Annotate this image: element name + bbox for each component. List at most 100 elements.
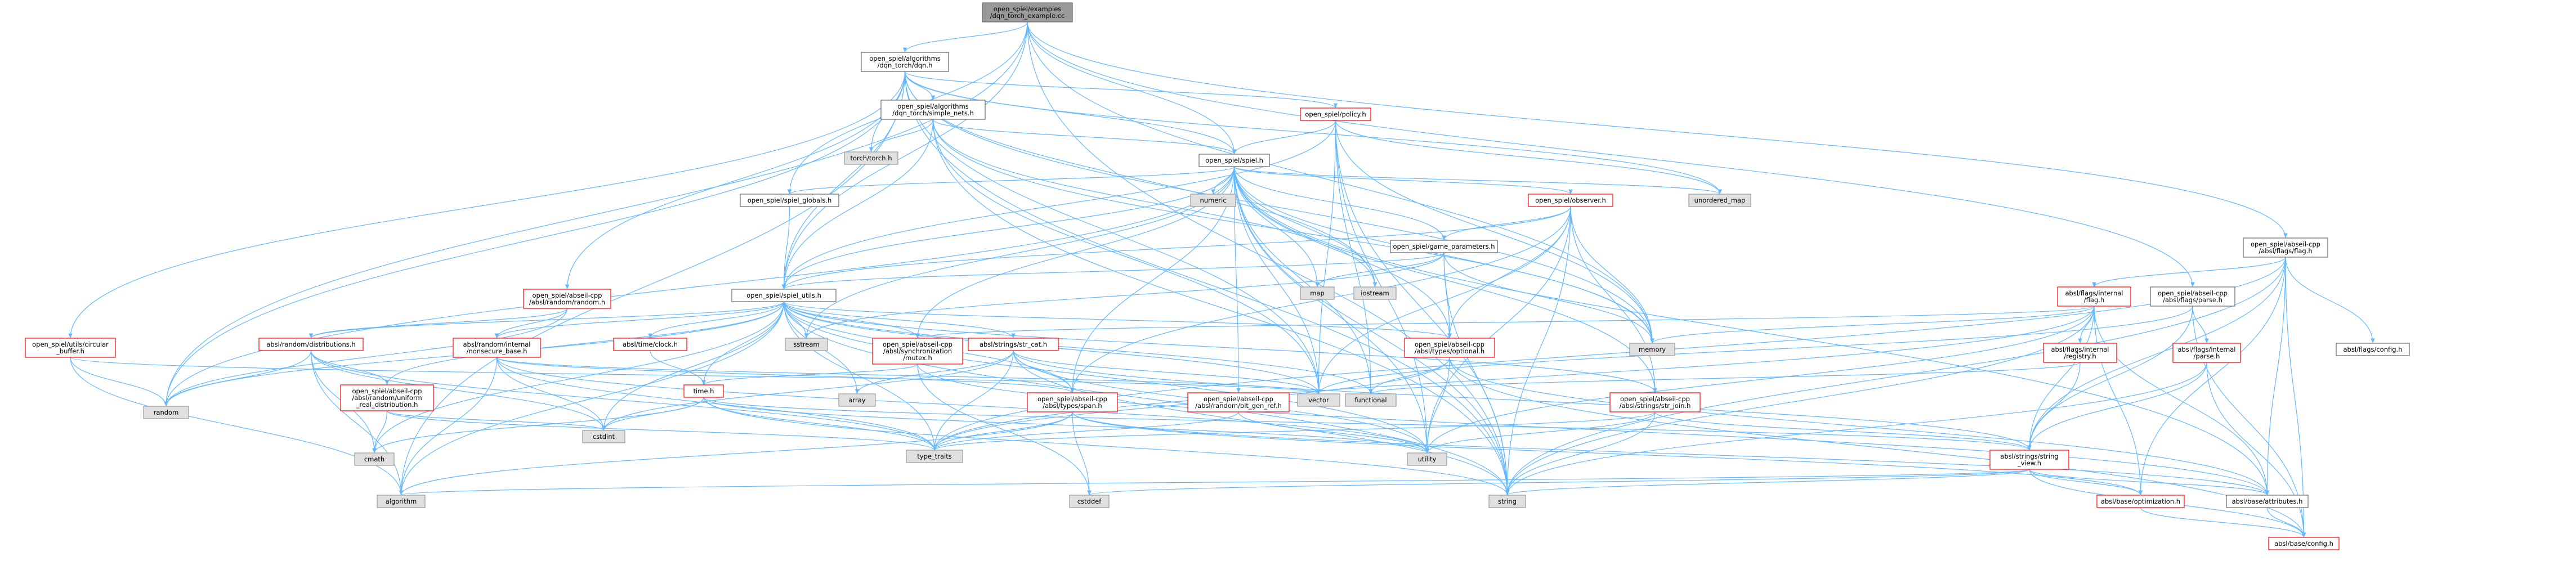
edge-str_join-to-type_traits xyxy=(934,411,1656,451)
node-flags-config[interactable]: absl/flags/config.h xyxy=(2336,343,2410,356)
node-abseil-parse[interactable]: open_spiel/abseil-cpp/absl/flags/parse.h xyxy=(2150,286,2235,307)
node-box xyxy=(1300,107,1371,121)
node-label: cstddef xyxy=(1077,497,1102,505)
edge-internal_flag-to-optimization xyxy=(2094,306,2141,496)
node-box xyxy=(2057,286,2131,307)
arrowhead-policy-to-spiel xyxy=(1232,149,1237,154)
node-span[interactable]: open_spiel/abseil-cpp/absl/types/span.h xyxy=(1027,392,1118,412)
edge-time_h-to-string xyxy=(703,397,1508,496)
node-sync-mutex[interactable]: open_spiel/abseil-cpp/absl/synchronizati… xyxy=(872,338,963,365)
edge-internal_flag-to-memory xyxy=(1652,306,2095,344)
node-spiel-globals[interactable]: open_spiel/spiel_globals.h xyxy=(740,194,839,207)
node-box xyxy=(872,338,963,365)
edge-string_view-to-string xyxy=(1506,469,2030,496)
arrowhead-str_cat-to-array xyxy=(855,389,860,394)
edge-spiel-to-functional xyxy=(1233,166,1371,394)
node-root[interactable]: open_spiel/examples/dqn_torch_example.cc xyxy=(982,2,1073,23)
node-box xyxy=(613,338,687,351)
arrowhead-abseil_parse-to-vector xyxy=(1316,389,1321,394)
node-spiel-utils[interactable]: open_spiel/spiel_utils.h xyxy=(731,289,837,302)
node-circular-buffer[interactable]: open_spiel/utils/circular_buffer.h xyxy=(25,338,116,358)
arrowhead-spiel_utils-to-time_clock xyxy=(648,333,652,338)
node-cmath: cmath xyxy=(354,452,395,466)
node-string-view[interactable]: absl/strings/string_view.h xyxy=(1989,450,2069,470)
node-str-cat[interactable]: absl/strings/str_cat.h xyxy=(968,338,1059,351)
node-box xyxy=(844,151,898,165)
node-distributions[interactable]: absl/random/distributions.h xyxy=(258,338,364,351)
node-label: absl/base/attributes.h xyxy=(2232,497,2303,505)
node-box xyxy=(1187,392,1290,412)
node-box xyxy=(906,450,963,463)
edge-internal_flag-to-utility xyxy=(1426,306,2095,454)
node-bit-gen-ref[interactable]: open_spiel/abseil-cpp/absl/random/bit_ge… xyxy=(1187,392,1290,412)
node-type-traits: type_traits xyxy=(906,450,963,463)
arrowhead-internal_flag-to-sync_mutex xyxy=(915,333,920,338)
node-game-parameters[interactable]: open_spiel/game_parameters.h xyxy=(1390,240,1498,253)
node-random: random xyxy=(143,406,189,419)
node-label: _real_distribution.h xyxy=(356,401,418,409)
edge-string_view-to-algorithm xyxy=(400,469,2030,496)
node-label: _buffer.h xyxy=(56,347,84,355)
node-nonsecure-base[interactable]: absl/random/internal/nonsecure_base.h xyxy=(453,338,541,358)
arrowhead-internal_flag-to-internal_registry xyxy=(2078,338,2082,343)
node-uniform-real[interactable]: open_spiel/abseil-cpp/absl/random/unifor… xyxy=(340,384,434,411)
node-attributes[interactable]: absl/base/attributes.h xyxy=(2226,495,2309,508)
arrowhead-dqn-to-circular_buffer xyxy=(68,333,73,338)
node-label: random xyxy=(154,409,179,416)
node-str-join[interactable]: open_spiel/abseil-cpp/absl/strings/str_j… xyxy=(1609,392,1701,412)
edge-spiel_utils-to-cmath xyxy=(374,301,785,454)
arrowhead-str_cat-to-span xyxy=(1070,388,1075,393)
node-base-config[interactable]: absl/base/config.h xyxy=(2268,537,2340,550)
node-time-clock[interactable]: absl/time/clock.h xyxy=(613,338,687,351)
node-internal-registry[interactable]: absl/flags/internal/registry.h xyxy=(2043,343,2117,363)
node-box xyxy=(354,452,395,466)
node-label: /absl/strings/str_join.h xyxy=(1620,402,1691,410)
node-label: /absl/types/optional.h xyxy=(1415,347,1484,355)
node-label: functional xyxy=(1354,396,1387,404)
edge-str_join-to-string xyxy=(1506,411,1656,496)
node-label: absl/flags/internal xyxy=(2178,345,2236,353)
node-spiel[interactable]: open_spiel/spiel.h xyxy=(1198,154,1270,167)
node-internal-flag[interactable]: absl/flags/internal/flag.h xyxy=(2057,286,2131,307)
edge-nonsecure_base-to-span xyxy=(496,357,1073,393)
node-simple-nets[interactable]: open_spiel/algorithms/dqn_torch/simple_n… xyxy=(880,100,986,120)
edge-time_clock-to-time_h xyxy=(650,350,704,385)
node-label: /parse.h xyxy=(2194,352,2220,360)
node-label: absl/flags/internal xyxy=(2065,289,2123,297)
node-time-h[interactable]: time.h xyxy=(683,384,724,398)
edge-spiel_utils-to-nonsecure_base xyxy=(496,301,785,339)
edge-spiel_utils-to-string xyxy=(783,301,1508,496)
arrowhead-root-to-abseil_parse xyxy=(2190,282,2195,287)
node-internal-parse[interactable]: absl/flags/internal/parse.h xyxy=(2172,343,2241,363)
arrowhead-spiel_utils-to-abseil_optional xyxy=(1447,333,1452,338)
edge-dqn-to-absl_random xyxy=(566,71,906,290)
arrowhead-dqn-to-simple_nets xyxy=(931,95,936,100)
node-abseil-flag[interactable]: open_spiel/abseil-cpp/absl/flags/flag.h xyxy=(2243,237,2328,258)
edge-optimization-to-base_config xyxy=(2140,507,2305,538)
edge-sync_mutex-to-attributes xyxy=(917,363,2268,496)
node-policy[interactable]: open_spiel/policy.h xyxy=(1300,107,1371,121)
edge-spiel_utils-to-functional xyxy=(783,301,1371,394)
node-unordered-map: unordered_map xyxy=(1688,194,1751,207)
node-dqn[interactable]: open_spiel/algorithms/dqn_torch/dqn.h xyxy=(861,52,949,72)
edge-time_h-to-string_view xyxy=(703,397,2030,451)
node-abseil-optional[interactable]: open_spiel/abseil-cpp/absl/types/optiona… xyxy=(1404,338,1495,358)
node-observer[interactable]: open_spiel/observer.h xyxy=(1528,194,1613,207)
edge-str_join-to-utility xyxy=(1426,411,1656,454)
node-label: absl/flags/config.h xyxy=(2344,345,2403,353)
node-label: open_spiel/abseil-cpp xyxy=(1204,395,1273,403)
edge-bit_gen_ref-to-type_traits xyxy=(934,411,1239,451)
edge-policy-to-spiel xyxy=(1233,120,1336,155)
node-memory: memory xyxy=(1629,343,1675,356)
edge-dqn-to-random xyxy=(166,71,906,407)
edge-policy-to-spiel_utils xyxy=(783,120,1336,290)
edge-simple_nets-to-spiel xyxy=(932,119,1235,155)
edge-abseil_flag-to-string xyxy=(1506,257,2286,496)
node-label: absl/strings/str_cat.h xyxy=(980,340,1047,348)
edge-spiel_globals-to-spiel_utils xyxy=(783,206,790,290)
node-label: /absl/flags/parse.h xyxy=(2163,296,2222,304)
node-optimization[interactable]: absl/base/optimization.h xyxy=(2096,495,2185,508)
node-absl-random[interactable]: open_spiel/abseil-cpp/absl/random/random… xyxy=(523,289,611,309)
node-box xyxy=(1989,450,2069,470)
